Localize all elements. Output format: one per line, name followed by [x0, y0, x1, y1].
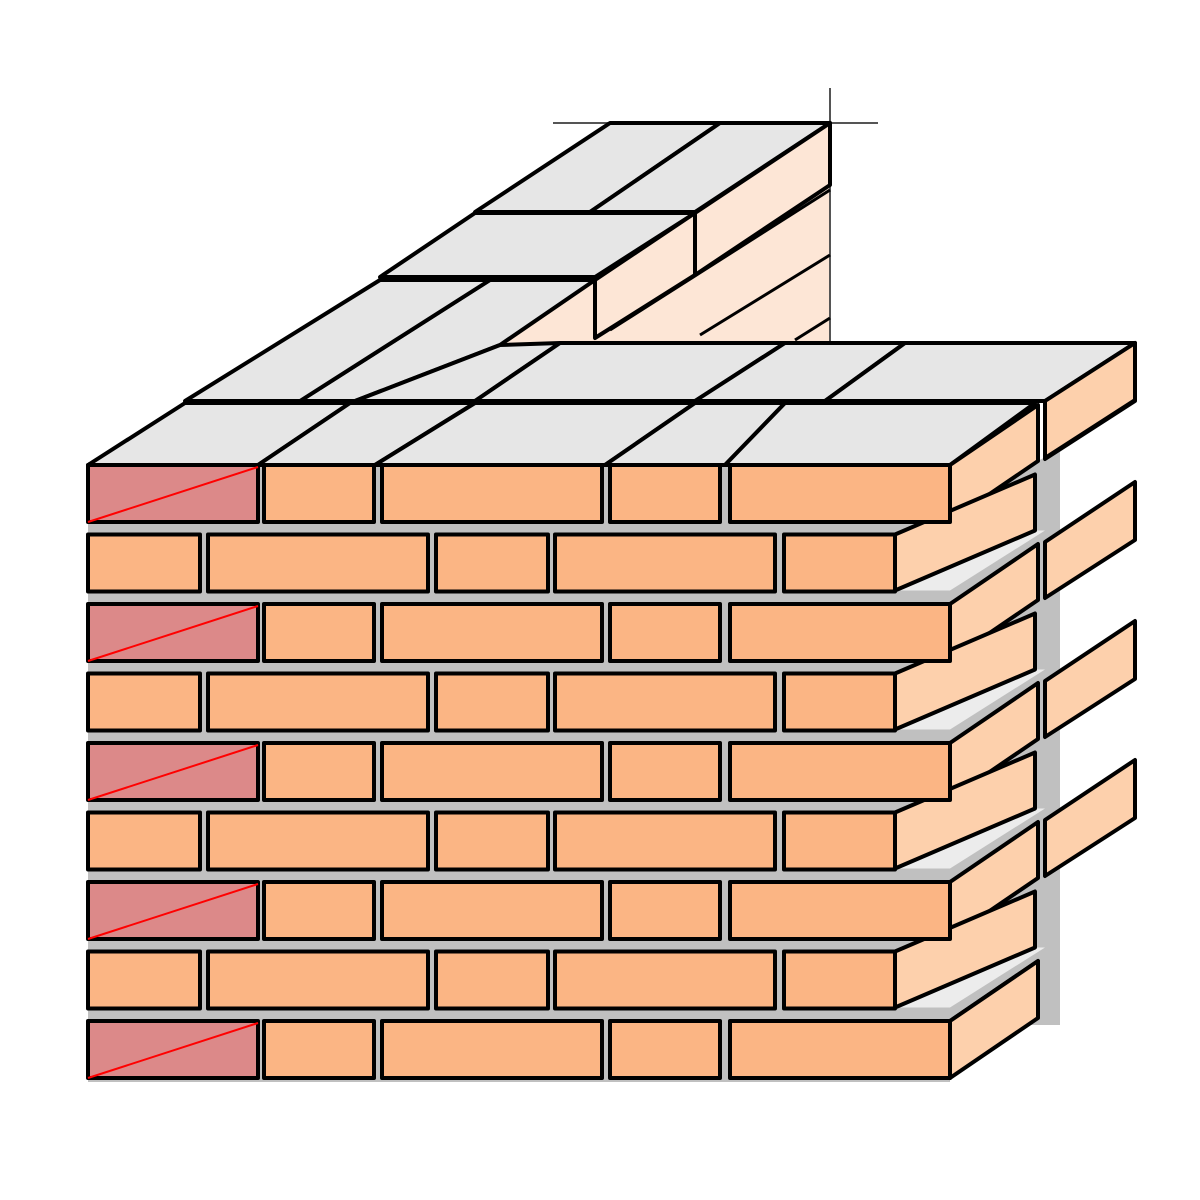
brick [782, 532, 897, 594]
brick [782, 671, 897, 733]
course-line [609, 188, 831, 332]
header-brick-end [1043, 341, 1137, 460]
brick [262, 880, 376, 941]
front-wall-bricks [86, 463, 1040, 1080]
header-brick-end [1043, 758, 1137, 878]
brick [86, 949, 202, 1011]
brick [86, 810, 202, 872]
brick [782, 949, 897, 1011]
brick-side-face [948, 959, 1040, 1080]
upper-wall-top-bricks [86, 121, 1137, 467]
brick [728, 602, 952, 663]
brick [728, 741, 952, 802]
header-brick-end [1043, 619, 1137, 739]
brick [262, 741, 376, 802]
cut-brick [86, 741, 260, 802]
brick [553, 671, 777, 733]
brick [782, 810, 897, 872]
brick [608, 1019, 722, 1080]
brick [434, 671, 550, 733]
brick [728, 463, 952, 524]
brick [262, 602, 376, 663]
brick [608, 602, 722, 663]
brick [380, 463, 604, 524]
cut-diagonal-line [87, 883, 259, 940]
brick [86, 532, 202, 594]
brick [262, 1019, 376, 1080]
cut-diagonal-line [87, 744, 259, 801]
brick [434, 949, 550, 1011]
brick [434, 810, 550, 872]
header-brick-end [1043, 480, 1137, 600]
brick [434, 532, 550, 594]
brick [728, 880, 952, 941]
brick [380, 1019, 604, 1080]
brick [380, 602, 604, 663]
brick [553, 810, 777, 872]
cut-diagonal-line [87, 466, 259, 523]
cut-diagonal-line [87, 605, 259, 662]
brick [206, 532, 430, 594]
brick [608, 741, 722, 802]
brick [608, 880, 722, 941]
brick [608, 463, 722, 524]
brick [380, 741, 604, 802]
brick [553, 949, 777, 1011]
course-line [794, 316, 831, 342]
brick [380, 880, 604, 941]
brick [728, 1019, 952, 1080]
brick [553, 532, 777, 594]
brick [86, 671, 202, 733]
course-line [699, 253, 831, 337]
brick [206, 949, 430, 1011]
brick [206, 810, 430, 872]
cut-diagonal-line [87, 1022, 259, 1079]
brick [206, 671, 430, 733]
brick [262, 463, 376, 524]
